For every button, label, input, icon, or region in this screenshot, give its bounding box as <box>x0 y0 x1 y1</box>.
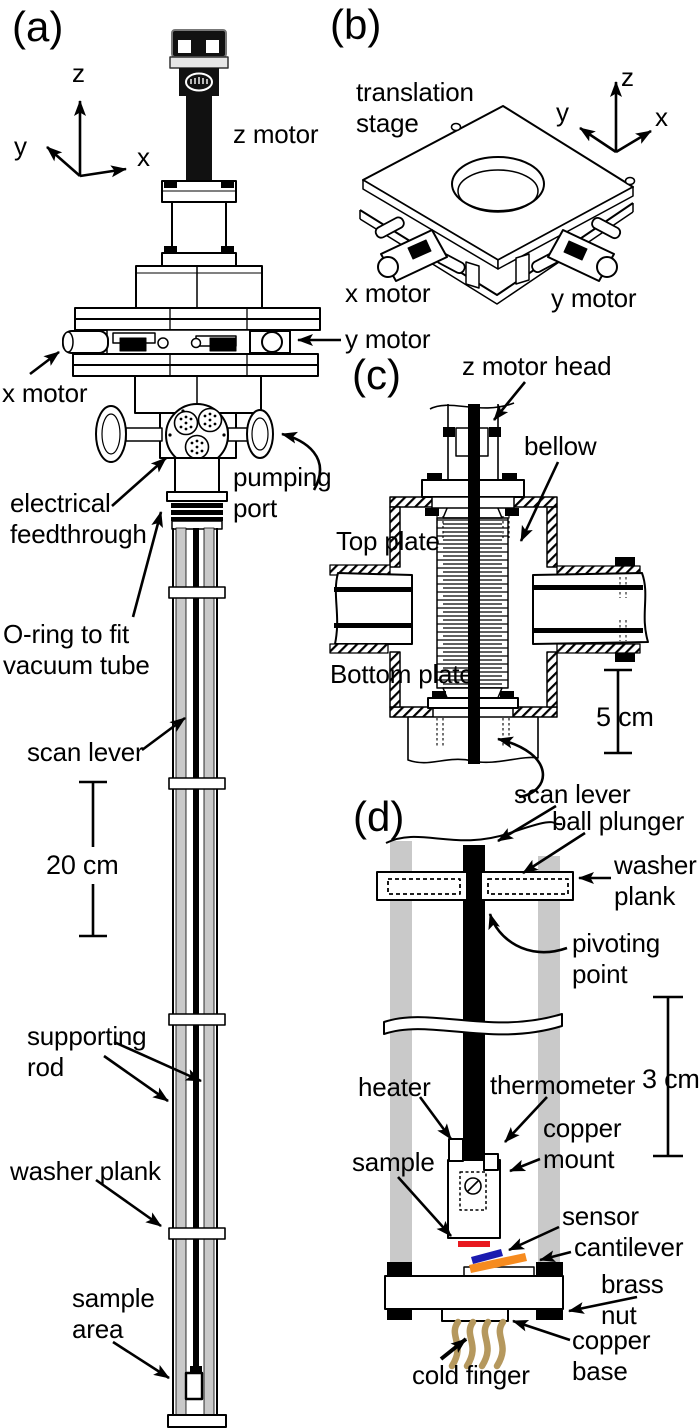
bottom-plate-label: Bottom plate <box>330 659 474 689</box>
panel-d-label-arrows <box>397 804 638 1361</box>
ball-plunger-right <box>487 878 569 895</box>
supporting-rod-label: supporting rod <box>27 1021 147 1082</box>
axis-x-label-a: x <box>137 142 150 172</box>
panel-c-drawing <box>329 381 649 799</box>
y-motor-label-a: y motor <box>345 324 431 354</box>
scan-lever-rod-d <box>463 845 485 1162</box>
washer-plank-label-d: washer plank <box>614 850 697 911</box>
stage-posts <box>465 253 530 289</box>
feedthrough-connectors <box>173 407 223 460</box>
z-motor-drawing <box>135 29 263 311</box>
stage-hole <box>451 156 545 212</box>
copper-base-drawing <box>384 1275 564 1310</box>
panel-a-tag: (a) <box>12 3 64 50</box>
sample-bar <box>458 1241 490 1247</box>
o-ring-stack <box>171 503 223 521</box>
panel-c-tag: (c) <box>352 351 401 398</box>
y-motor-b <box>531 216 622 282</box>
supporting-rod-left-d <box>390 841 412 1320</box>
scan-lever-label-a: scan lever <box>27 737 144 767</box>
thermometer-block <box>483 1153 499 1171</box>
axes-a <box>46 100 127 178</box>
copper-mount-drawing <box>447 1138 501 1239</box>
copper-base-label: copper base <box>572 1325 651 1386</box>
cold-finger-block <box>441 1308 509 1322</box>
sample-box <box>184 1371 204 1401</box>
scale-bar-5cm <box>604 668 632 755</box>
panel-c-label-arrows <box>492 381 560 799</box>
x-motor-b <box>374 216 466 282</box>
z-motor-label: z motor <box>233 119 319 149</box>
brass-nuts <box>387 1262 563 1320</box>
panel-b-tag: (b) <box>330 1 382 48</box>
supporting-rod-right <box>203 527 215 1417</box>
translation-stage-side-view <box>62 307 321 414</box>
sample-area-label: sample area <box>72 1283 155 1344</box>
axes-b <box>579 81 652 154</box>
supporting-rod-right-d <box>538 856 560 1320</box>
axis-z-label-b: z <box>621 62 634 92</box>
panel-a-drawing <box>29 29 341 1428</box>
x-motor-label-a: x motor <box>2 378 88 408</box>
heater-block <box>448 1138 464 1162</box>
torn-edge-top <box>385 821 563 844</box>
z-rod <box>468 404 480 764</box>
bellow-label: bellow <box>524 431 597 461</box>
torn-break <box>383 1013 563 1036</box>
y-motor-label-b: y motor <box>551 283 637 313</box>
copper-mount-label: copper mount <box>543 1113 622 1174</box>
left-arm-tube <box>329 564 413 654</box>
pumping-port-label: pumping port <box>233 462 332 523</box>
vacuum-chamber-walls <box>389 496 558 718</box>
cold-finger-label: cold finger <box>412 1360 530 1390</box>
sample-label: sample <box>352 1147 435 1177</box>
o-ring-label: O-ring to fit vacuum tube <box>3 619 150 680</box>
scan-lever-label-d: scan lever <box>514 779 631 809</box>
panel-d-tag: (d) <box>353 793 405 840</box>
scale-20cm-label: 20 cm <box>46 850 119 880</box>
cantilever-bar <box>469 1253 527 1273</box>
heater-label: heater <box>358 1072 431 1102</box>
scan-lever-rod <box>193 528 199 1366</box>
thermometer-label: thermometer <box>490 1070 636 1100</box>
panel-b-drawing <box>359 81 652 305</box>
translation-stage-label: translation stage <box>356 77 474 138</box>
top-plate-label: Top plate <box>336 526 440 556</box>
cantilever-label: cantilever <box>574 1232 684 1262</box>
z-motor-head-label: z motor head <box>462 351 612 381</box>
right-arm-tube <box>532 557 649 662</box>
axis-y-label-b: y <box>556 97 569 127</box>
x-motor-label-b: x motor <box>345 278 431 308</box>
scale-bar-20cm <box>79 780 107 938</box>
panel-d-drawing <box>376 804 683 1370</box>
scale-3cm-label: 3 cm <box>642 1064 700 1094</box>
scale-5cm-label: 5 cm <box>596 702 654 732</box>
ball-plunger-label: ball plunger <box>552 806 685 836</box>
vacuum-tube <box>167 527 227 1428</box>
axis-z-label-a: z <box>72 58 85 88</box>
washer-plank-d <box>376 871 574 901</box>
panel-a-label-arrows <box>29 334 341 1380</box>
ball-plunger-left <box>387 878 461 895</box>
washer-plank-label-a: washer plank <box>10 1156 161 1186</box>
sensor-bar <box>471 1249 503 1264</box>
brass-nut-label: brass nut <box>601 1269 664 1330</box>
scale-bar-3cm <box>653 995 683 1158</box>
pivoting-point-label: pivoting point <box>572 928 661 989</box>
tube-footer <box>167 1414 227 1428</box>
axis-y-label-a: y <box>14 131 27 161</box>
supporting-rod-left <box>175 527 187 1417</box>
sensor-label: sensor <box>562 1201 639 1231</box>
stage-top-plate <box>362 105 636 270</box>
electrical-feedthrough-label: electrical feedthrough <box>10 488 147 549</box>
axis-x-label-b: x <box>655 102 668 132</box>
six-way-cross <box>95 403 274 530</box>
washer-planks <box>168 586 226 1240</box>
